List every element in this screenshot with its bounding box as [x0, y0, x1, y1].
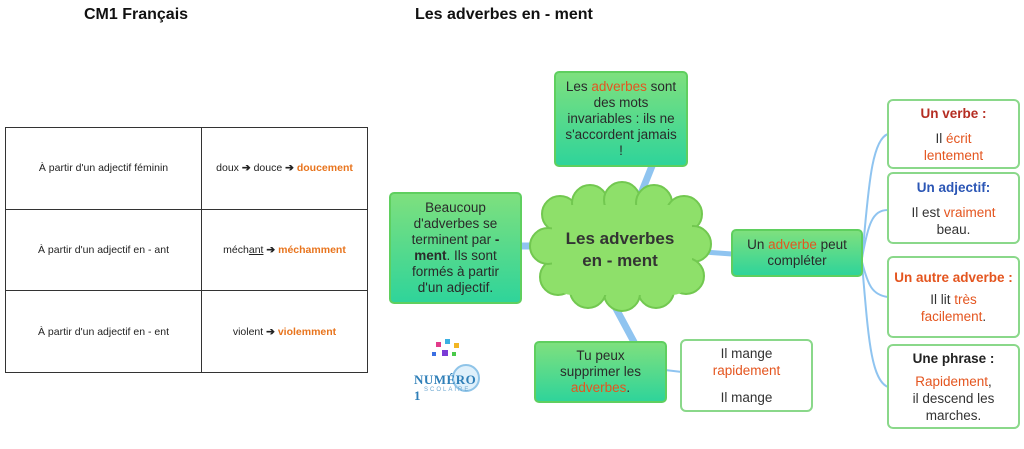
page-title-right: Les adverbes en - ment	[415, 6, 593, 23]
example-cell: violent ➔ violemment	[201, 290, 368, 373]
node-bold: - ment	[414, 232, 500, 263]
node-text: Un	[747, 237, 769, 252]
highlight-word: adverbe	[768, 237, 817, 252]
central-node: Les adverbes en - ment	[533, 194, 707, 306]
logo-subtext: SCOLAIRE	[424, 387, 471, 393]
example-box: Il mange rapidement Il mange	[680, 339, 813, 412]
example-line-adverb: rapidement	[712, 363, 781, 378]
adverb-result: méchamment	[278, 243, 346, 256]
node-text: .	[626, 380, 631, 395]
highlight-word: lentement	[923, 147, 984, 163]
example-word: douce	[253, 162, 283, 175]
node-text: Les	[565, 79, 592, 94]
table-row: À partir d'un adjectif féminin doux ➔ do…	[5, 127, 368, 210]
complement-title: Un adjectif:	[916, 179, 991, 195]
logo-icon	[432, 339, 480, 392]
highlight-word: adverbes	[591, 79, 647, 94]
complement-adverbe: Un autre adverbe : Il lit très facilemen…	[887, 256, 1020, 338]
arrow-icon: ➔	[266, 325, 275, 338]
complement-text: .	[982, 308, 987, 324]
table-row: À partir d'un adjectif en - ent violent …	[5, 290, 368, 373]
complement-text: Il est	[911, 204, 944, 220]
connector-verbe	[861, 133, 889, 259]
rule-cell: À partir d'un adjectif en - ent	[5, 290, 202, 373]
connector-example	[664, 369, 683, 373]
complement-phrase: Une phrase : Rapidement, il descend les …	[887, 344, 1020, 429]
highlight-word: très	[954, 291, 977, 307]
highlight-word: adverbes	[570, 380, 627, 395]
node-text: . Ils sont formés à partir d'un adjectif…	[411, 248, 500, 295]
node-completer: Un adverbe peut compléter	[731, 229, 863, 277]
node-text: Tu peux supprimer les	[559, 348, 642, 379]
central-cloud	[529, 181, 712, 312]
complement-title: Un autre adverbe :	[894, 269, 1013, 285]
complement-title: Un verbe :	[920, 105, 987, 121]
complement-adjectif: Un adjectif: Il est vraiment beau.	[887, 172, 1020, 244]
complement-text: ,	[988, 373, 992, 389]
logo-text: NUMÉRO 1	[414, 372, 477, 403]
arrow-icon: ➔	[266, 243, 276, 256]
highlight-word: Rapidement	[915, 373, 989, 389]
arrow-icon: ➔	[285, 162, 294, 175]
highlight-word: écrit	[946, 130, 972, 146]
numero1-logo: NUMÉRO 1 SCOLAIRE	[414, 336, 484, 403]
arrow-icon: ➔	[241, 162, 251, 175]
connector-adjectif	[861, 209, 889, 259]
central-line-2: en - ment	[582, 251, 658, 270]
node-formation: Beaucoup d'adverbes se terminent par - m…	[389, 192, 522, 304]
complement-verbe: Un verbe : Il écrit lentement	[887, 99, 1020, 169]
rule-cell: À partir d'un adjectif en - ant	[5, 208, 202, 292]
highlight-word: facilement	[920, 308, 983, 324]
node-supprimer: Tu peux supprimer les adverbes.	[534, 341, 667, 403]
connector-adverbe	[861, 261, 889, 298]
example-line: Il mange	[720, 390, 773, 405]
example-suffix: ant	[248, 243, 264, 256]
adverb-result: violemment	[277, 325, 337, 338]
example-word: doux	[216, 162, 239, 175]
table-row: À partir d'un adjectif en - ant méchant …	[5, 208, 368, 292]
connector-phrase	[861, 263, 889, 388]
example-word: méchant	[223, 244, 263, 256]
rule-cell: À partir d'un adjectif féminin	[5, 127, 202, 210]
example-line: Il mange	[720, 346, 773, 361]
complement-title: Une phrase :	[912, 350, 995, 366]
central-line-1: Les adverbes	[565, 229, 675, 248]
node-text: peut compléter	[767, 237, 847, 268]
complement-text: Il	[935, 130, 946, 146]
example-stem: méch	[223, 243, 249, 256]
node-text: sont des mots invariables : ils ne s'acc…	[565, 79, 677, 158]
node-invariable: Les adverbes sont des mots invariables :…	[554, 71, 688, 167]
page-title-left: CM1 Français	[84, 6, 189, 23]
complement-text: beau.	[936, 221, 971, 237]
adverb-result: doucement	[296, 162, 353, 175]
complement-text: il descend les marches.	[912, 390, 995, 423]
example-word: violent	[232, 325, 264, 338]
rules-table: À partir d'un adjectif féminin doux ➔ do…	[5, 127, 368, 373]
node-text: Beaucoup d'adverbes se terminent par	[411, 200, 498, 247]
complement-text: Il lit	[930, 291, 955, 307]
highlight-word: vraiment	[943, 204, 996, 220]
